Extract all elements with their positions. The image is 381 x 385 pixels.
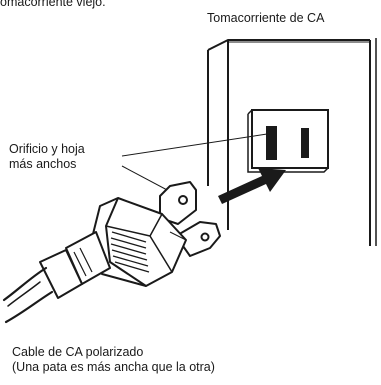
polarized-cord-label: Cable de CA polarizado (Una pata es más … [12,345,215,375]
wider-hole-label: Orificio y hoja más anchos [9,142,85,172]
polarized-cord-label-line2: (Una pata es más ancha que la otra) [12,360,215,374]
outlet-receptacle [247,109,329,173]
plug-grip-ridges [110,231,150,273]
wider-hole-label-line2: más anchos [9,157,77,171]
wide-prong-hole [178,195,188,205]
polarized-cord-label-line1: Cable de CA polarizado [12,345,144,359]
outlet-label: Tomacorriente de CA [207,11,325,25]
plug-head [89,197,187,287]
wider-hole-label-line1: Orificio y hoja [9,142,85,156]
narrow-prong-hole [200,232,210,242]
narrow-slot [301,128,309,158]
insert-arrow [218,168,286,204]
wall-outlet-plate [207,38,377,246]
cut-off-caption: omacorriente viejo. [0,0,106,9]
wide-slot [266,126,277,160]
narrow-prong [175,221,221,257]
plug-prongs [159,181,221,257]
plug-strain-relief [39,231,111,299]
power-cord [2,266,54,324]
